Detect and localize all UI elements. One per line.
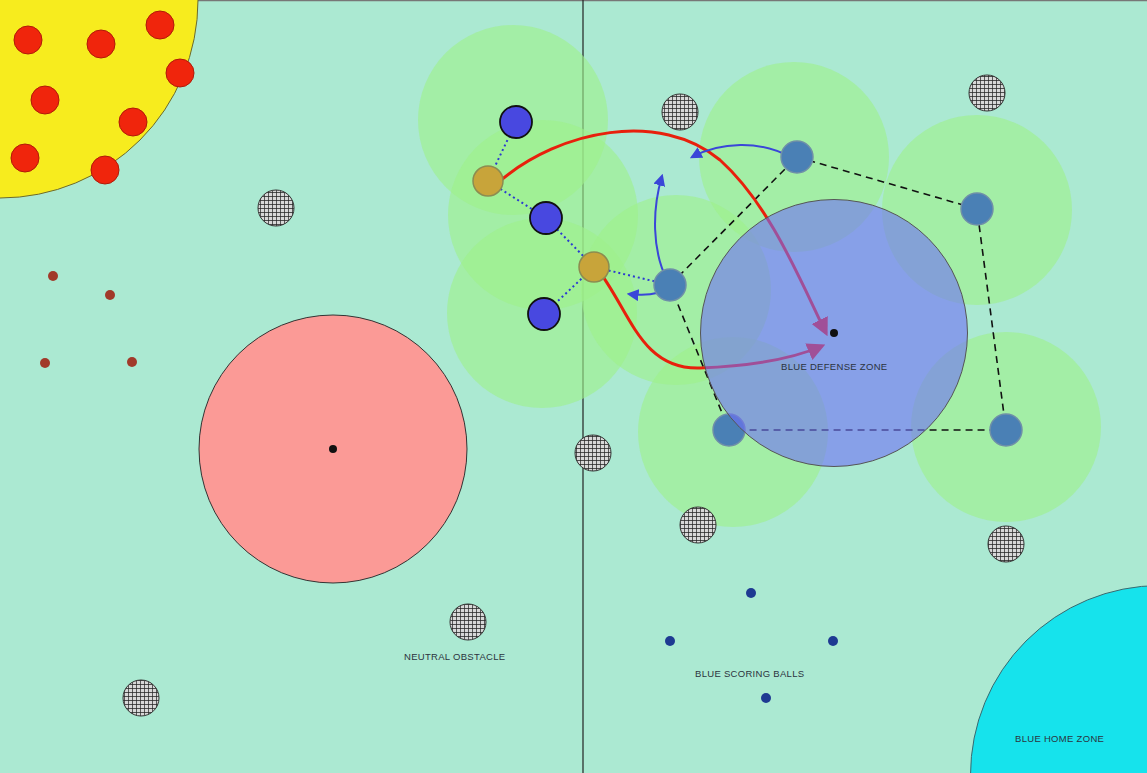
obstacle-label: NEUTRAL OBSTACLE <box>404 651 505 662</box>
zone-outline <box>968 585 1147 773</box>
robot-ranges <box>418 25 1101 527</box>
neutral-obstacles <box>123 75 1024 716</box>
red-home-zone <box>0 0 198 198</box>
blue-scoring-balls <box>665 588 838 703</box>
home-zone: BLUE HOME ZONE <box>968 585 1147 773</box>
defense-zone: BLUE DEFENSE ZONE <box>700 199 968 467</box>
blocking-links <box>488 122 670 314</box>
zone-label: BLUE HOME ZONE <box>1015 733 1104 744</box>
scoring-balls-label: BLUE SCORING BALLS <box>695 668 804 679</box>
red-scoring-balls <box>40 271 137 368</box>
blue-attack-robots <box>500 106 562 330</box>
zone-outline <box>700 199 968 467</box>
gold-robots <box>473 166 609 282</box>
zone-label: BLUE DEFENSE ZONE <box>781 361 887 372</box>
red-defense-zone <box>199 315 467 583</box>
